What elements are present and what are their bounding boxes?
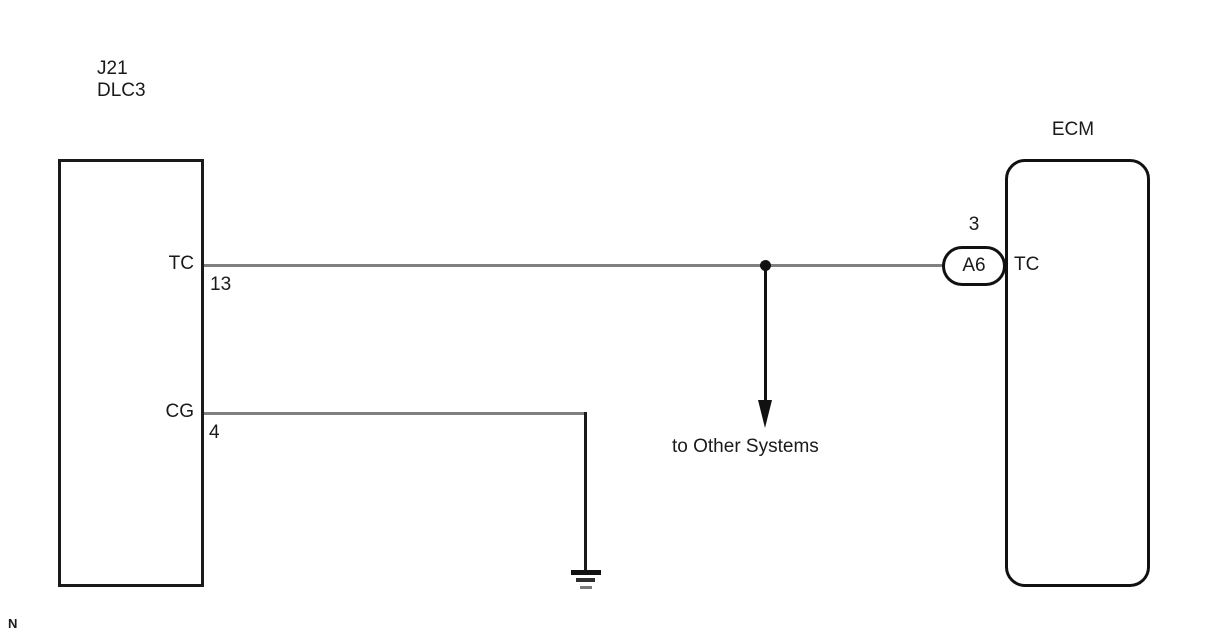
dlc3-pin-4-number: 4 xyxy=(209,422,220,443)
cg-wire-vertical xyxy=(584,412,587,572)
dlc3-pin-tc-label: TC xyxy=(168,253,194,274)
dlc3-caption: J21 DLC3 xyxy=(97,58,146,102)
branch-arrowhead-icon xyxy=(758,400,772,428)
ecm-caption: ECM xyxy=(1051,119,1095,140)
dlc3-connector-box xyxy=(58,159,204,587)
dlc3-pin-cg-label: CG xyxy=(165,401,195,422)
ground-symbol-bar-middle xyxy=(576,578,595,582)
branch-arrow-line xyxy=(764,265,767,401)
branch-caption: to Other Systems xyxy=(672,436,819,457)
ground-symbol-bar-bottom xyxy=(580,586,592,589)
dlc3-pin-13-number: 13 xyxy=(210,274,232,295)
tc-wire xyxy=(204,264,943,267)
ecm-tc-signal-label: TC xyxy=(1014,254,1040,275)
corner-note: N xyxy=(8,616,18,631)
ecm-terminal-pin-number: 3 xyxy=(968,214,980,235)
dlc3-name-label: DLC3 xyxy=(97,80,146,101)
ecm-terminal-code: A6 xyxy=(962,255,986,276)
ecm-terminal-oval: A6 xyxy=(942,246,1006,286)
dlc3-ref-label: J21 xyxy=(97,58,128,79)
ground-symbol-bar-top xyxy=(571,570,601,575)
cg-wire-horizontal xyxy=(204,412,587,415)
ecm-module-box xyxy=(1005,159,1150,587)
